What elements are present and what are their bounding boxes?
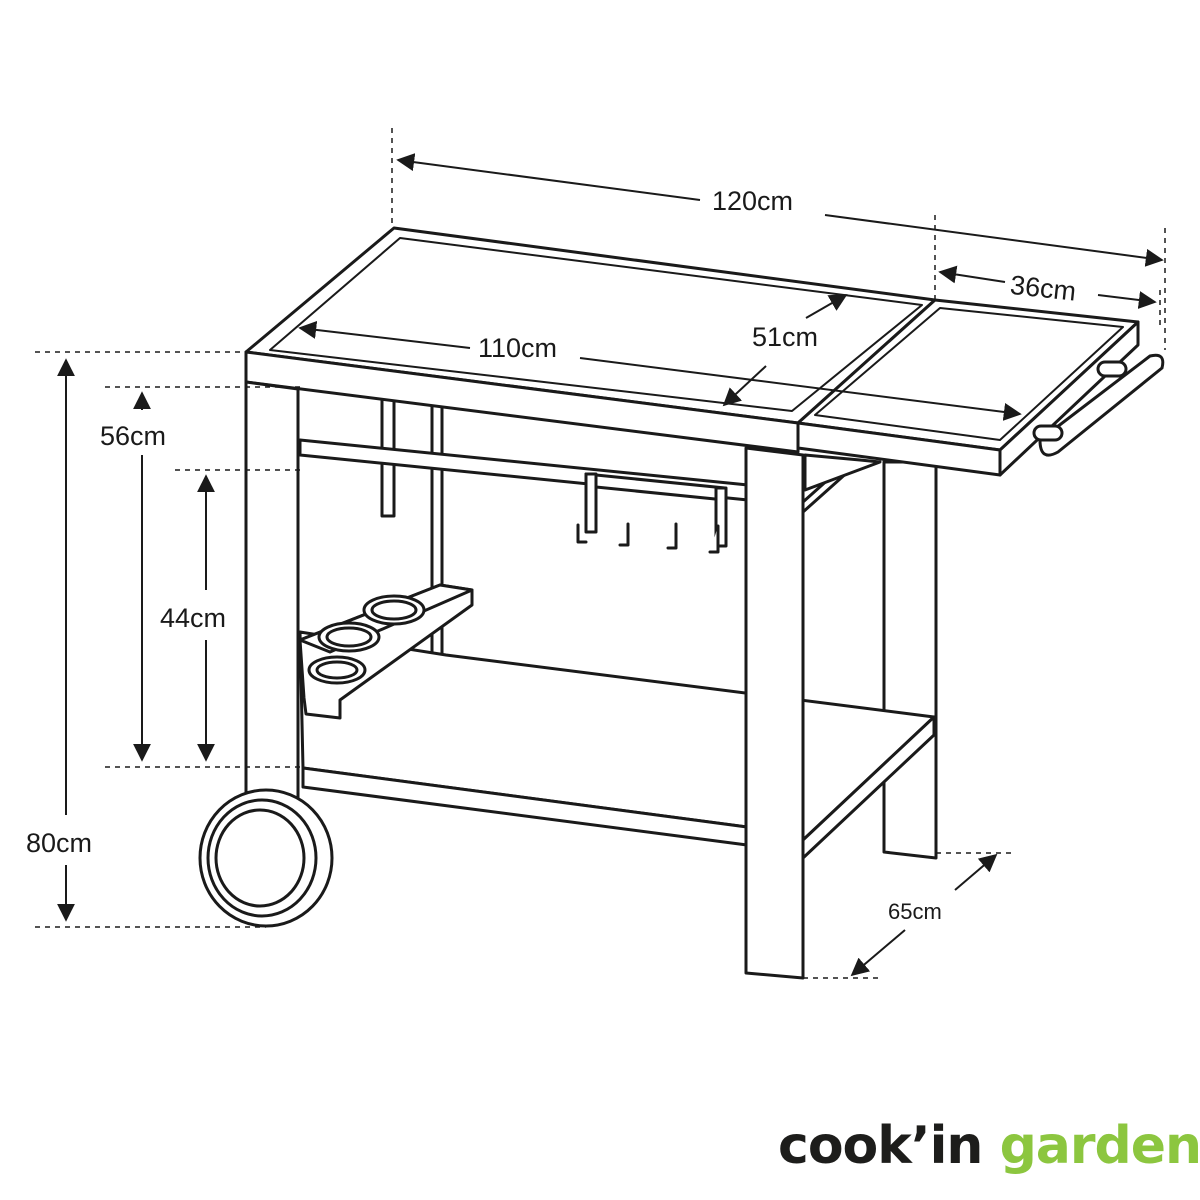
- condiment-holder: [298, 583, 474, 720]
- dim-line-depth-b: [850, 929, 906, 977]
- label-lower-height: 44cm: [160, 603, 226, 633]
- label-table-height: 56cm: [100, 421, 166, 451]
- brand-name-part2: garden: [999, 1116, 1200, 1176]
- front-right-leg: [744, 446, 805, 980]
- dimension-lines: [35, 128, 1166, 979]
- dim-line-total-length-b: [824, 214, 1164, 267]
- dim-line-total-length-a: [396, 153, 701, 201]
- dim-line-top-length-a: [298, 320, 471, 349]
- dim-line-shelf-width-b: [1097, 291, 1157, 309]
- utensil-hook-bar: [576, 472, 728, 554]
- label-shelf-width: 36cm: [1009, 270, 1078, 307]
- label-top-length: 110cm: [478, 333, 557, 363]
- back-right-leg: [882, 460, 938, 860]
- dimension-labels: 120cm 36cm 110cm 51cm 80cm 56cm 44cm 65c…: [26, 186, 1078, 924]
- side-handle: [1032, 353, 1165, 457]
- dim-line-top-length-b: [579, 357, 1022, 421]
- lower-shelf: [298, 630, 936, 860]
- dim-line-shelf-width-a: [938, 265, 1006, 284]
- dim-line-depth-a: [954, 853, 998, 891]
- trolley-outline: [198, 226, 1165, 980]
- brand-logo: cook’in garden: [778, 1120, 1200, 1172]
- label-total-height: 80cm: [26, 828, 92, 858]
- wheel: [198, 788, 334, 928]
- label-depth: 65cm: [888, 899, 942, 924]
- front-left-leg: [244, 380, 300, 807]
- dim-line-top-depth-a: [805, 294, 848, 319]
- dim-line-top-depth-b: [722, 365, 767, 407]
- label-top-depth: 51cm: [752, 322, 818, 352]
- tabletop: [244, 226, 937, 454]
- brand-name-part1: cook’in: [778, 1116, 983, 1176]
- label-total-length: 120cm: [712, 186, 793, 216]
